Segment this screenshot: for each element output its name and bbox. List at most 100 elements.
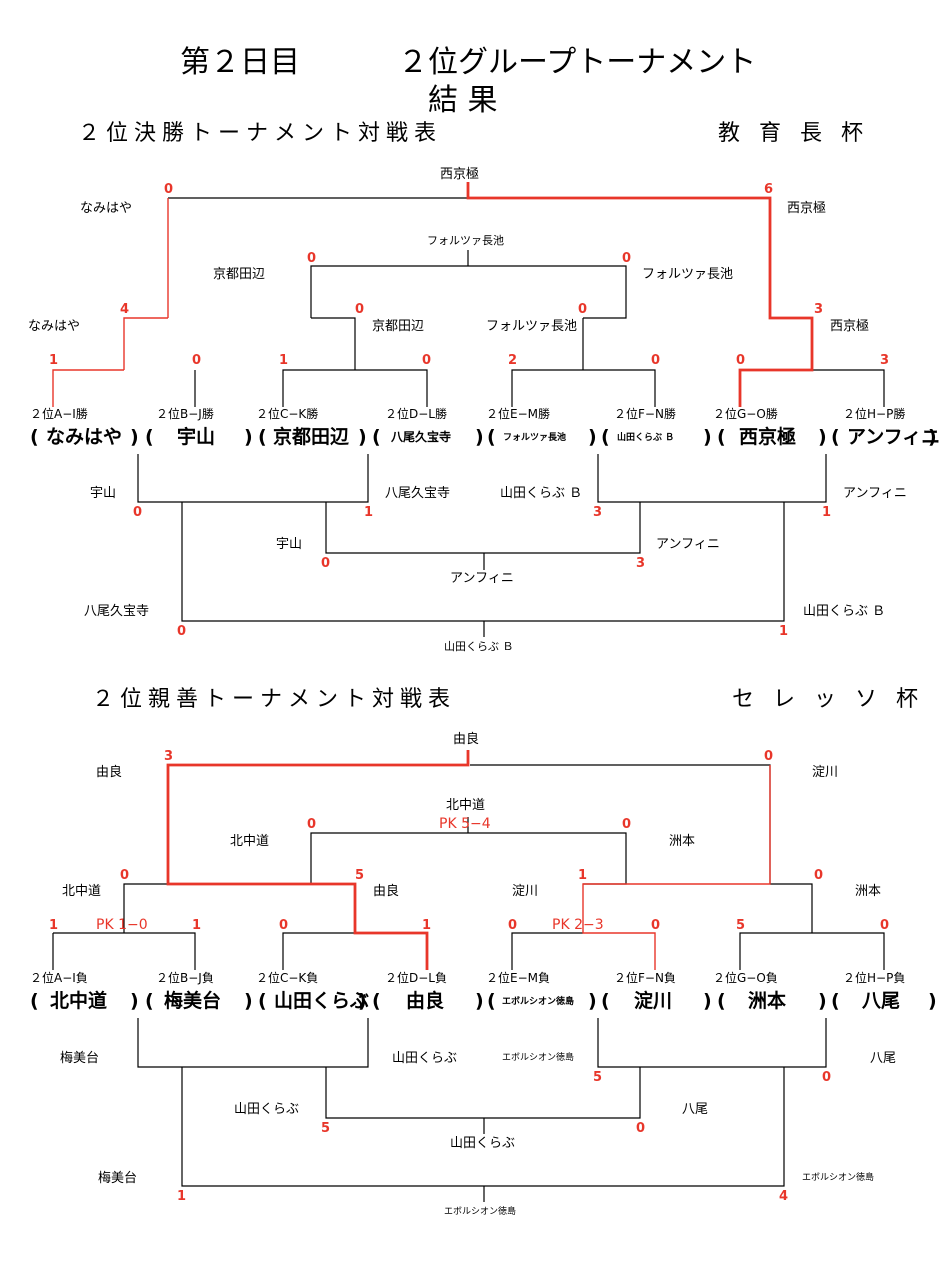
svg-text:(: ( <box>372 426 381 448</box>
s1-slot-8: ２位H−P勝 <box>843 406 905 421</box>
svg-text:): ) <box>130 990 139 1012</box>
svg-text:(: ( <box>30 426 39 448</box>
s2-final-left: 由良 <box>96 764 122 780</box>
svg-text:): ) <box>475 990 484 1012</box>
s1-loser-score-2: 1 <box>364 505 373 520</box>
section1-title: ２位決勝トーナメント対戦表 <box>78 121 442 146</box>
svg-text:): ) <box>588 990 597 1012</box>
s2-slot-8: ２位H−P負 <box>843 970 905 985</box>
s1-final-left: なみはや <box>80 201 132 216</box>
s1-loser-final-score-right: 1 <box>779 624 788 639</box>
s2-teams-row: ( ( ( ( ( ( ( ( ) ) ) ) ) ) ) ) 北中道 梅美台 … <box>30 989 937 1012</box>
s2-slot-6: ２位F−N負 <box>614 970 676 985</box>
s1-r1-winner-4: 西京極 <box>830 318 869 334</box>
svg-text:(: ( <box>487 426 496 448</box>
svg-text:(: ( <box>145 426 154 448</box>
s2-pk-right: PK 2−3 <box>552 917 604 933</box>
s1-semi-winner: フォルツァ長池 <box>427 234 504 247</box>
s2-loser-winner: エボルシオン徳島 <box>444 1205 516 1217</box>
svg-text:): ) <box>818 990 827 1012</box>
svg-text:): ) <box>703 426 712 448</box>
s2-score-r2-1: 0 <box>120 868 129 883</box>
s1-teams-row: ( ( ( ( ( ( ( ( ) ) ) ) ) ) ) ) なみはや 宇山 … <box>30 425 940 448</box>
s1-slot-7: ２位G−O勝 <box>713 406 778 421</box>
s2-slot-7: ２位G−O負 <box>713 970 778 985</box>
s1-loser-final-left: 八尾久宝寺 <box>84 604 149 619</box>
s1-score-r1-1: 1 <box>49 353 58 368</box>
s1-loser-r2-left: 宇山 <box>276 537 302 552</box>
s1-team-4: 八尾久宝寺 <box>390 429 451 444</box>
s1-r2-right: フォルツァ長池 <box>642 267 733 282</box>
s1-slot-6: ２位F−N勝 <box>614 406 676 421</box>
s2-loser-r2-score-right: 0 <box>636 1121 645 1136</box>
svg-text:(: ( <box>601 426 610 448</box>
s1-score-semi-left: 0 <box>307 251 316 266</box>
svg-text:(: ( <box>372 990 381 1012</box>
s1-loser-2: 八尾久宝寺 <box>385 486 450 501</box>
s1-score-r1-6: 0 <box>651 353 660 368</box>
s1-team-2: 宇山 <box>177 426 215 448</box>
s1-slot-3: ２位C−K勝 <box>256 406 318 421</box>
s2-final-right: 淀川 <box>812 765 838 780</box>
svg-text:(: ( <box>258 426 267 448</box>
s2-team-3: 山田くらぶ <box>274 990 369 1012</box>
svg-text:(: ( <box>30 990 39 1012</box>
svg-text:(: ( <box>145 990 154 1012</box>
s2-score-r1-4: 1 <box>422 918 431 933</box>
s1-score-r2-1: 4 <box>120 302 129 317</box>
s2-slot-5: ２位E−M負 <box>486 970 550 985</box>
s2-slot-4: ２位D−L負 <box>385 970 447 985</box>
s2-loser-4: 八尾 <box>870 1051 896 1066</box>
s2-loser-score-3: 5 <box>593 1070 602 1085</box>
s2-loser-final-score-left: 1 <box>177 1189 186 1204</box>
s1-score-r1-7: 0 <box>736 353 745 368</box>
s1-loser-1: 宇山 <box>90 486 116 501</box>
s1-team-3: 京都田辺 <box>273 425 349 448</box>
s1-score-r1-3: 1 <box>279 353 288 368</box>
s1-loser-4: アンフィニ <box>843 486 907 501</box>
section1-cup: 教 育 長 杯 <box>718 121 869 146</box>
s1-loser-score-3: 3 <box>593 505 602 520</box>
s1-score-final-left: 0 <box>164 182 173 197</box>
s1-loser-3: 山田くらぶ Ｂ <box>500 486 582 501</box>
s1-loser-r2-score-left: 0 <box>321 556 330 571</box>
s1-loser-r2-right: アンフィニ <box>656 537 720 552</box>
s2-champion: 由良 <box>453 731 479 747</box>
s1-team-6: 山田くらぶ Ｂ <box>617 431 674 443</box>
svg-text:): ) <box>244 990 253 1012</box>
svg-text:): ) <box>130 426 139 448</box>
svg-text:(: ( <box>601 990 610 1012</box>
s2-score-r1-3: 0 <box>279 918 288 933</box>
s1-slot-4: ２位D−L勝 <box>385 406 447 421</box>
s1-team-7: 西京極 <box>739 425 796 448</box>
s2-loser-r2-right: 八尾 <box>682 1102 708 1117</box>
s1-r2-left: 京都田辺 <box>213 267 265 282</box>
section1-win-lines <box>52 182 814 407</box>
svg-text:(: ( <box>831 990 840 1012</box>
s2-team-7: 洲本 <box>748 989 786 1012</box>
s1-score-r2-4: 3 <box>814 302 823 317</box>
s1-slot-5: ２位E−M勝 <box>486 406 550 421</box>
svg-text:): ) <box>818 426 827 448</box>
s1-slot-labels: ２位A−I勝 ２位B−J勝 ２位C−K勝 ２位D−L勝 ２位E−M勝 ２位F−N… <box>30 406 905 421</box>
s2-r1-winner-1: 北中道 <box>62 884 101 899</box>
s2-pk-left: PK 1−0 <box>96 917 148 933</box>
s2-loser-r2-score-left: 5 <box>321 1121 330 1136</box>
s1-loser-score-1: 0 <box>133 505 142 520</box>
s1-team-1: なみはや <box>46 426 122 448</box>
s2-score-semi-right: 0 <box>622 817 631 832</box>
svg-text:): ) <box>358 426 367 448</box>
svg-text:): ) <box>703 990 712 1012</box>
svg-text:): ) <box>475 426 484 448</box>
s2-r1-winner-2: 由良 <box>373 883 399 899</box>
s2-loser-final-right: エボルシオン徳島 <box>802 1171 874 1183</box>
section2-cup: セ レ ッ ソ 杯 <box>732 687 924 712</box>
svg-text:(: ( <box>487 990 496 1012</box>
s2-r2-left: 北中道 <box>230 834 269 849</box>
s2-team-1: 北中道 <box>50 989 107 1012</box>
s1-score-r1-4: 0 <box>422 353 431 368</box>
section1-lines <box>137 197 885 637</box>
s2-score-final-left: 3 <box>164 749 173 764</box>
s1-loser-r2-winner: アンフィニ <box>450 571 514 586</box>
